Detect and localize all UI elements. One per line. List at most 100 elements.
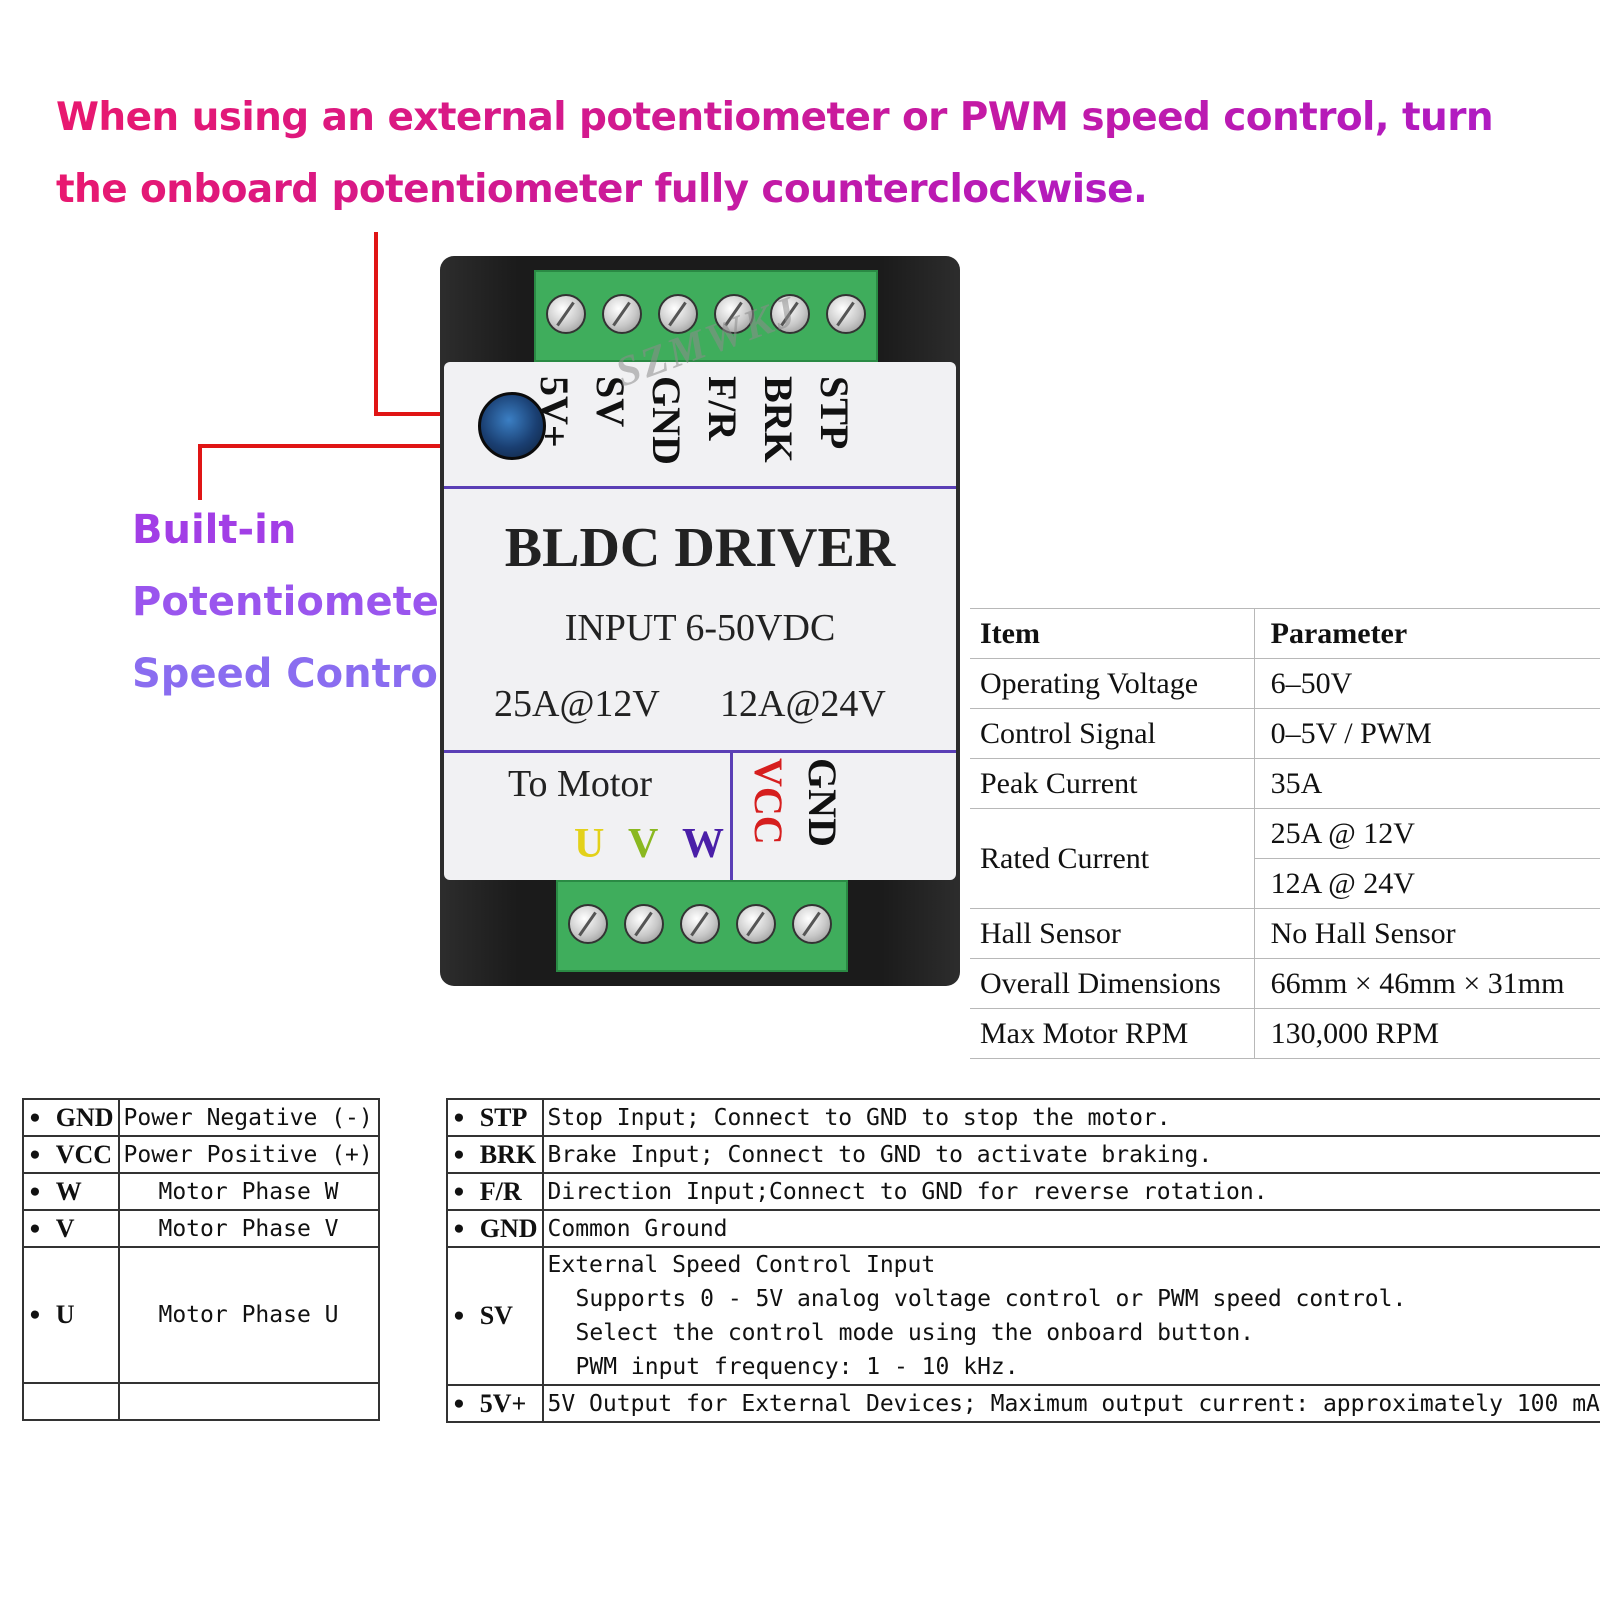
to-motor-label: To Motor — [508, 763, 653, 805]
spec-table: Item Parameter Operating Voltage 6–50V C… — [970, 608, 1600, 1059]
table-row: Control Signal 0–5V / PWM — [970, 708, 1600, 759]
spec-value: No Hall Sensor — [1254, 908, 1600, 959]
banner-line-1: When using an external potentiometer or … — [56, 82, 1494, 154]
phase-v-label: V — [628, 821, 659, 867]
spec-header-parameter: Parameter — [1254, 608, 1600, 659]
screw-icon — [602, 294, 642, 334]
table-row: Rated Current 25A @ 12V — [970, 808, 1600, 909]
screw-icon — [714, 294, 754, 334]
spec-value: 66mm × 46mm × 31mm — [1254, 958, 1600, 1009]
label-divider-vertical — [730, 752, 733, 880]
table-row: Overall Dimensions 66mm × 46mm × 31mm — [970, 958, 1600, 1009]
sv-desc-line: Select the control mode using the onboar… — [575, 1320, 1255, 1346]
table-row: Operating Voltage 6–50V — [970, 658, 1600, 709]
pin-label-5v: 5V+ — [532, 376, 577, 448]
potentiometer-knob-icon — [478, 392, 546, 460]
spec-header-row: Item Parameter — [970, 608, 1600, 659]
pin-description: 5V Output for External Devices; Maximum … — [541, 1384, 1600, 1423]
pin-label-stp: STP — [812, 376, 857, 450]
pot-label-line-1: Built-in — [132, 507, 297, 553]
control-pin-table: • STP Stop Input; Connect to GND to stop… — [446, 1098, 1600, 1423]
bullet-icon: • — [28, 1179, 42, 1206]
table-row: • VCC Power Positive (+) — [22, 1135, 380, 1174]
pin-description: Motor Phase V — [117, 1209, 380, 1248]
bullet-icon: • — [452, 1304, 466, 1330]
bullet-icon: • — [28, 1303, 42, 1329]
pin-description: Common Ground — [541, 1209, 1600, 1248]
spec-value: 12A @ 24V — [1254, 858, 1600, 909]
pin-name: U — [55, 1300, 75, 1329]
table-row: 12A @ 24V — [970, 858, 1600, 909]
table-row: • F/R Direction Input;Connect to GND for… — [446, 1172, 1600, 1211]
power-motor-pin-table: • GND Power Negative (-) • VCC Power Pos… — [22, 1098, 380, 1421]
instruction-banner: When using an external potentiometer or … — [56, 82, 1494, 226]
screw-icon — [736, 904, 776, 944]
table-row: • BRK Brake Input; Connect to GND to act… — [446, 1135, 1600, 1174]
pin-name: F/R — [479, 1176, 522, 1206]
pin-name: 5V+ — [479, 1388, 527, 1418]
spec-item: Max Motor RPM — [970, 1008, 1255, 1059]
rating-24v: 12A@24V — [720, 683, 886, 725]
spec-value: 0–5V / PWM — [1254, 708, 1600, 759]
table-row: • GND Common Ground — [446, 1209, 1600, 1248]
table-row: Max Motor RPM 130,000 RPM — [970, 1008, 1600, 1059]
pin-label-gnd: GND — [644, 376, 689, 465]
potentiometer-label: Built-in Potentiometer Speed Control — [132, 494, 459, 710]
phase-u-label: U — [574, 821, 605, 867]
screw-icon — [680, 904, 720, 944]
vcc-label: VCC — [746, 758, 791, 845]
screw-icon — [546, 294, 586, 334]
phase-w-label: W — [682, 821, 724, 867]
pin-name: VCC — [55, 1139, 113, 1169]
device-title: BLDC DRIVER — [504, 517, 896, 579]
screw-icon — [624, 904, 664, 944]
spec-header-item: Item — [970, 608, 1255, 659]
pin-name: GND — [479, 1213, 538, 1243]
pin-name: W — [55, 1176, 82, 1206]
bullet-icon: • — [28, 1216, 42, 1243]
screw-icon — [658, 294, 698, 334]
pin-description: Power Positive (+) — [117, 1135, 380, 1174]
spec-item: Control Signal — [970, 708, 1255, 759]
pin-description: External Speed Control Input Supports 0 … — [541, 1246, 1600, 1386]
screw-icon — [826, 294, 866, 334]
bullet-icon: • — [452, 1142, 466, 1169]
pin-name: SV — [479, 1301, 513, 1330]
sv-desc-line: Supports 0 - 5V analog voltage control o… — [575, 1286, 1407, 1312]
table-row: Peak Current 35A — [970, 758, 1600, 809]
sv-desc-line: PWM input frequency: 1 - 10 kHz. — [575, 1354, 1019, 1380]
pin-name: V — [55, 1213, 75, 1243]
pin-label-fr: F/R — [700, 376, 745, 441]
spec-item: Hall Sensor — [970, 908, 1255, 959]
table-row: • V Motor Phase V — [22, 1209, 380, 1248]
pin-description: Motor Phase U — [117, 1246, 380, 1384]
pot-label-line-2: Potentiometer — [132, 579, 459, 625]
table-row: • GND Power Negative (-) — [22, 1098, 380, 1137]
pin-label-brk: BRK — [756, 376, 801, 463]
bullet-icon: • — [28, 1105, 42, 1132]
bullet-icon: • — [452, 1105, 466, 1132]
spec-value: 35A — [1254, 758, 1600, 809]
pin-name: STP — [479, 1102, 528, 1132]
table-row — [22, 1382, 380, 1421]
spec-value: 25A @ 12V — [1254, 808, 1600, 859]
rating-12v: 25A@12V — [494, 683, 660, 725]
table-row: • W Motor Phase W — [22, 1172, 380, 1211]
pin-name: GND — [55, 1102, 114, 1132]
table-row: • SV External Speed Control Input Suppor… — [446, 1246, 1600, 1386]
label-divider-top — [444, 486, 956, 489]
screw-icon — [568, 904, 608, 944]
sv-desc-line: External Speed Control Input — [547, 1252, 936, 1278]
spec-value: 6–50V — [1254, 658, 1600, 709]
spec-item: Operating Voltage — [970, 658, 1255, 709]
bullet-icon: • — [452, 1216, 466, 1243]
table-row: • U Motor Phase U — [22, 1246, 380, 1384]
bullet-icon: • — [452, 1179, 466, 1206]
spec-item: Rated Current — [970, 808, 1255, 909]
table-row: Hall Sensor No Hall Sensor — [970, 908, 1600, 959]
pin-description: Brake Input; Connect to GND to activate … — [541, 1135, 1600, 1174]
table-row: • STP Stop Input; Connect to GND to stop… — [446, 1098, 1600, 1137]
pin-description: Motor Phase W — [117, 1172, 380, 1211]
bottom-terminal-block — [556, 880, 848, 972]
bullet-icon: • — [452, 1391, 466, 1418]
